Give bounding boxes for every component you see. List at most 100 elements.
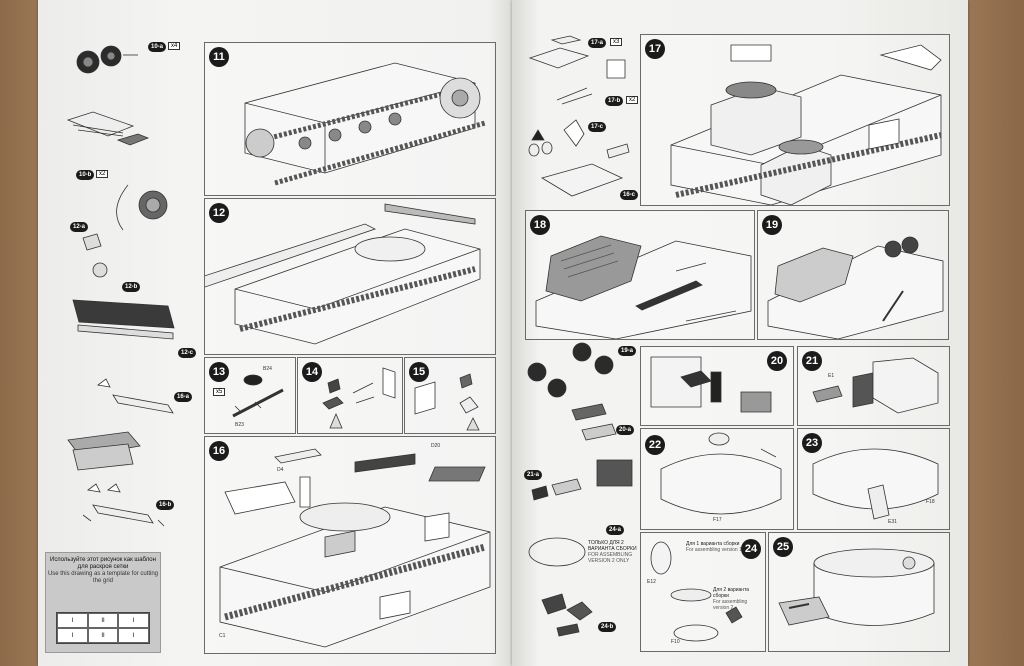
step-24-number: 24	[741, 539, 761, 559]
template-text-ru: Используйте этот рисунок как шаблон для …	[50, 557, 156, 570]
instruction-page-left: 10-a x4 10-b x2 12-a 12-b 12-c 16-a 16-b…	[38, 0, 512, 666]
part-label-d20: D20	[431, 443, 441, 449]
step-22-panel: 22 F17	[640, 428, 794, 530]
step-14-number: 14	[302, 362, 322, 382]
version-2-note: ТОЛЬКО ДЛЯ 2 ВАРИАНТА СБОРКИ FOR ASSEMBL…	[588, 540, 643, 564]
step-19-drawing	[767, 236, 944, 339]
grid-cell: I	[57, 613, 88, 628]
multiplier-x4: x4	[168, 42, 181, 50]
substep-12c-badge: 12-c	[178, 348, 197, 358]
substep-21a-badge: 21-a	[524, 470, 543, 480]
step-23-drawing	[812, 448, 939, 520]
step-24-drawing	[650, 541, 743, 642]
step-18-panel: 18	[525, 210, 755, 340]
part-label-b23: B23	[235, 422, 244, 428]
step-19-number: 19	[762, 215, 782, 235]
step-16-drawing	[219, 448, 491, 648]
step-12-number: 12	[209, 203, 229, 223]
part-label-e12: E12	[647, 579, 656, 585]
step-11-panel: 11	[204, 42, 496, 196]
step-17-number: 17	[645, 39, 665, 59]
part-label-d4: D4	[277, 467, 284, 473]
step-20-number: 20	[767, 351, 787, 371]
right-column-parts-drawing	[527, 35, 633, 637]
template-text-en: Use this drawing as a template for cutti…	[47, 571, 159, 584]
step-18-drawing	[535, 235, 752, 339]
step-23-number: 23	[802, 433, 822, 453]
step-17-drawing	[670, 44, 942, 205]
instruction-page-right: 17-a x3 17-b x2 17-c 16-c 19-a 20-a 21-a…	[512, 0, 968, 666]
step-15-number: 15	[409, 362, 429, 382]
substep-12a-badge: 12-a	[70, 222, 89, 232]
step-22-number: 22	[645, 435, 665, 455]
step-13-number: 13	[209, 362, 229, 382]
substep-16a-badge: 16-a	[174, 392, 193, 402]
step-25-number: 25	[773, 537, 793, 557]
step-13-panel: 13 x5 B24 B23	[204, 357, 296, 434]
step-25-drawing	[778, 548, 935, 626]
substep-17a-badge: 17-a	[588, 38, 607, 48]
version-2-note-step24-ru: Для 2 варианта сборки	[713, 587, 750, 599]
version-1-note-en: For assembling version 1	[686, 547, 742, 553]
part-label-b24: B24	[263, 366, 272, 372]
version-2-note-step24-en: For assembling version 2	[713, 599, 748, 611]
step-21-panel: 21 E1	[797, 346, 950, 426]
grid-cell: I	[57, 628, 88, 643]
step-25-panel: 25	[768, 532, 950, 652]
step-14-panel: 14	[297, 357, 403, 434]
grid-cell: I	[118, 613, 149, 628]
template-grid: I II I I II I	[56, 612, 150, 644]
version-2-note-en: FOR ASSEMBLING VERSION 2 ONLY	[588, 552, 633, 564]
substep-17c-badge: 17-c	[588, 122, 607, 132]
part-label-e31: E31	[888, 519, 897, 525]
step-14-drawing	[322, 367, 396, 429]
step-21-drawing	[812, 357, 939, 414]
step-19-panel: 19	[757, 210, 949, 340]
version-1-note-ru: Для 1 варианта сборки	[686, 541, 740, 547]
grid-cell: I	[118, 628, 149, 643]
part-label-e1: E1	[828, 373, 835, 379]
version-2-note-step24: Для 2 варианта сборки For assembling ver…	[713, 587, 763, 611]
substep-12b-badge: 12-b	[122, 282, 141, 292]
left-column-parts-drawing	[66, 45, 175, 527]
step-15-drawing	[414, 373, 480, 431]
multiplier-x5: x5	[213, 388, 226, 396]
part-label-f10: F10	[671, 639, 680, 645]
substep-16b-badge: 16-b	[156, 500, 175, 510]
substep-10a-badge: 10-a	[148, 42, 167, 52]
step-23-panel: 23 F18 E31	[797, 428, 950, 530]
step-17-panel: 17	[640, 34, 950, 206]
substep-19a-badge: 19-a	[618, 346, 637, 356]
grid-cell: II	[87, 628, 119, 643]
step-16-panel: 16 D4 D20 C1	[204, 436, 496, 654]
multiplier-x2: x2	[96, 170, 109, 178]
step-15-panel: 15	[404, 357, 496, 434]
substep-17b-badge: 17-b	[605, 96, 624, 106]
step-21-number: 21	[802, 351, 822, 371]
grid-cell: II	[87, 613, 119, 628]
grid-template-box: Используйте этот рисунок как шаблон для …	[45, 552, 161, 653]
part-label-f17: F17	[713, 517, 722, 523]
step-11-number: 11	[209, 47, 229, 67]
step-24-panel: 24 Для 1 варианта сборки For assembling …	[640, 532, 766, 652]
step-11-drawing	[244, 62, 486, 186]
version-1-note: Для 1 варианта сборки For assembling ver…	[686, 541, 742, 553]
step-18-number: 18	[530, 215, 550, 235]
part-label-c1: C1	[219, 633, 226, 639]
step-22-drawing	[660, 432, 782, 515]
step-20-panel: 20	[640, 346, 794, 426]
substep-10b-badge: 10-b	[76, 170, 95, 180]
step-12-drawing	[205, 203, 481, 345]
step-12-panel: 12	[204, 198, 496, 355]
multiplier-x2b: x2	[626, 96, 639, 104]
step-13-drawing	[232, 374, 284, 418]
substep-24a-badge: 24-a	[606, 525, 625, 535]
part-label-f18: F18	[926, 499, 935, 505]
substep-20a-badge: 20-a	[616, 425, 635, 435]
step-20-drawing	[650, 356, 772, 413]
step-16-number: 16	[209, 441, 229, 461]
multiplier-x3: x3	[610, 38, 623, 46]
version-2-note-ru: ТОЛЬКО ДЛЯ 2 ВАРИАНТА СБОРКИ	[588, 540, 637, 552]
substep-16c-badge: 16-c	[620, 190, 639, 200]
substep-24b-badge: 24-b	[598, 622, 617, 632]
